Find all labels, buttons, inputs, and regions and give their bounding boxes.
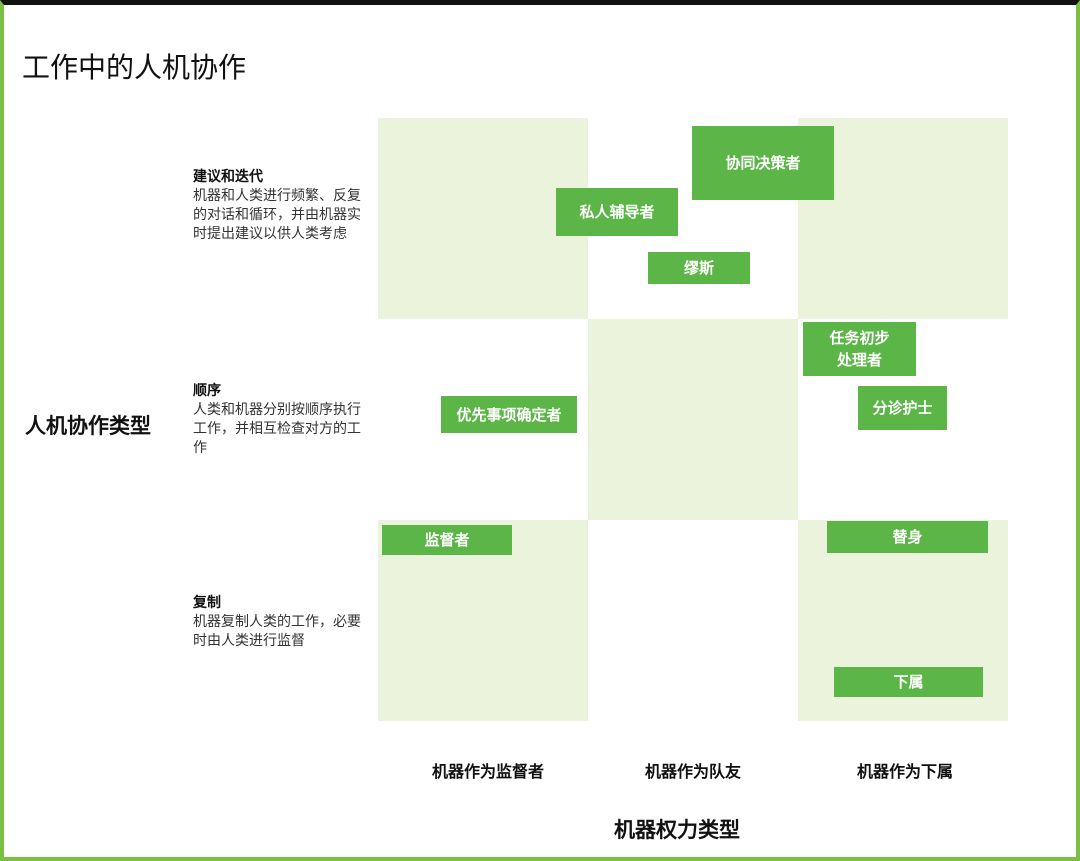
row-text: 机器复制人类的工作，必要时由人类进行监督 <box>193 614 361 649</box>
column-label: 机器作为监督者 <box>431 762 544 781</box>
role-subordinate: 下属 <box>834 667 983 697</box>
row-description-sequential: 顺序人类和机器分别按顺序执行工作，并相互检查对方的工作 <box>193 382 373 458</box>
role-muse: 缪斯 <box>648 252 750 284</box>
role-stand-in: 替身 <box>827 521 988 553</box>
role-prioritizer: 优先事项确定者 <box>441 396 577 433</box>
row-description-iteration: 建议和迭代机器和人类进行频繁、反复的对话和循环，并由机器实时提出建议以供人类考虑 <box>193 168 373 244</box>
grid-cell <box>588 319 798 520</box>
role-triage-nurse: 分诊护士 <box>858 386 947 430</box>
row-title: 顺序 <box>193 383 221 399</box>
page-title: 工作中的人机协作 <box>22 51 247 84</box>
row-title: 复制 <box>193 595 221 611</box>
row-text: 人类和机器分别按顺序执行工作，并相互检查对方的工作 <box>193 402 361 456</box>
role-supervisor: 监督者 <box>382 525 512 555</box>
row-description-replication: 复制机器复制人类的工作，必要时由人类进行监督 <box>193 594 373 651</box>
role-line: 任务初步 <box>829 329 890 347</box>
grid-cell <box>378 118 588 319</box>
x-axis-label: 机器权力类型 <box>614 818 740 842</box>
role-tutor: 私人辅导者 <box>556 188 678 236</box>
grid-cell <box>588 520 798 721</box>
row-text: 机器和人类进行频繁、反复的对话和循环，并由机器实时提出建议以供人类考虑 <box>193 188 361 242</box>
column-label: 机器作为队友 <box>644 762 741 781</box>
row-title: 建议和迭代 <box>193 169 263 185</box>
column-label: 机器作为下属 <box>856 762 953 781</box>
role-line: 处理者 <box>836 351 882 369</box>
role-task-processor: 任务初步处理者 <box>803 322 916 376</box>
y-axis-label: 人机协作类型 <box>25 414 151 438</box>
role-co-decider: 协同决策者 <box>692 126 834 200</box>
